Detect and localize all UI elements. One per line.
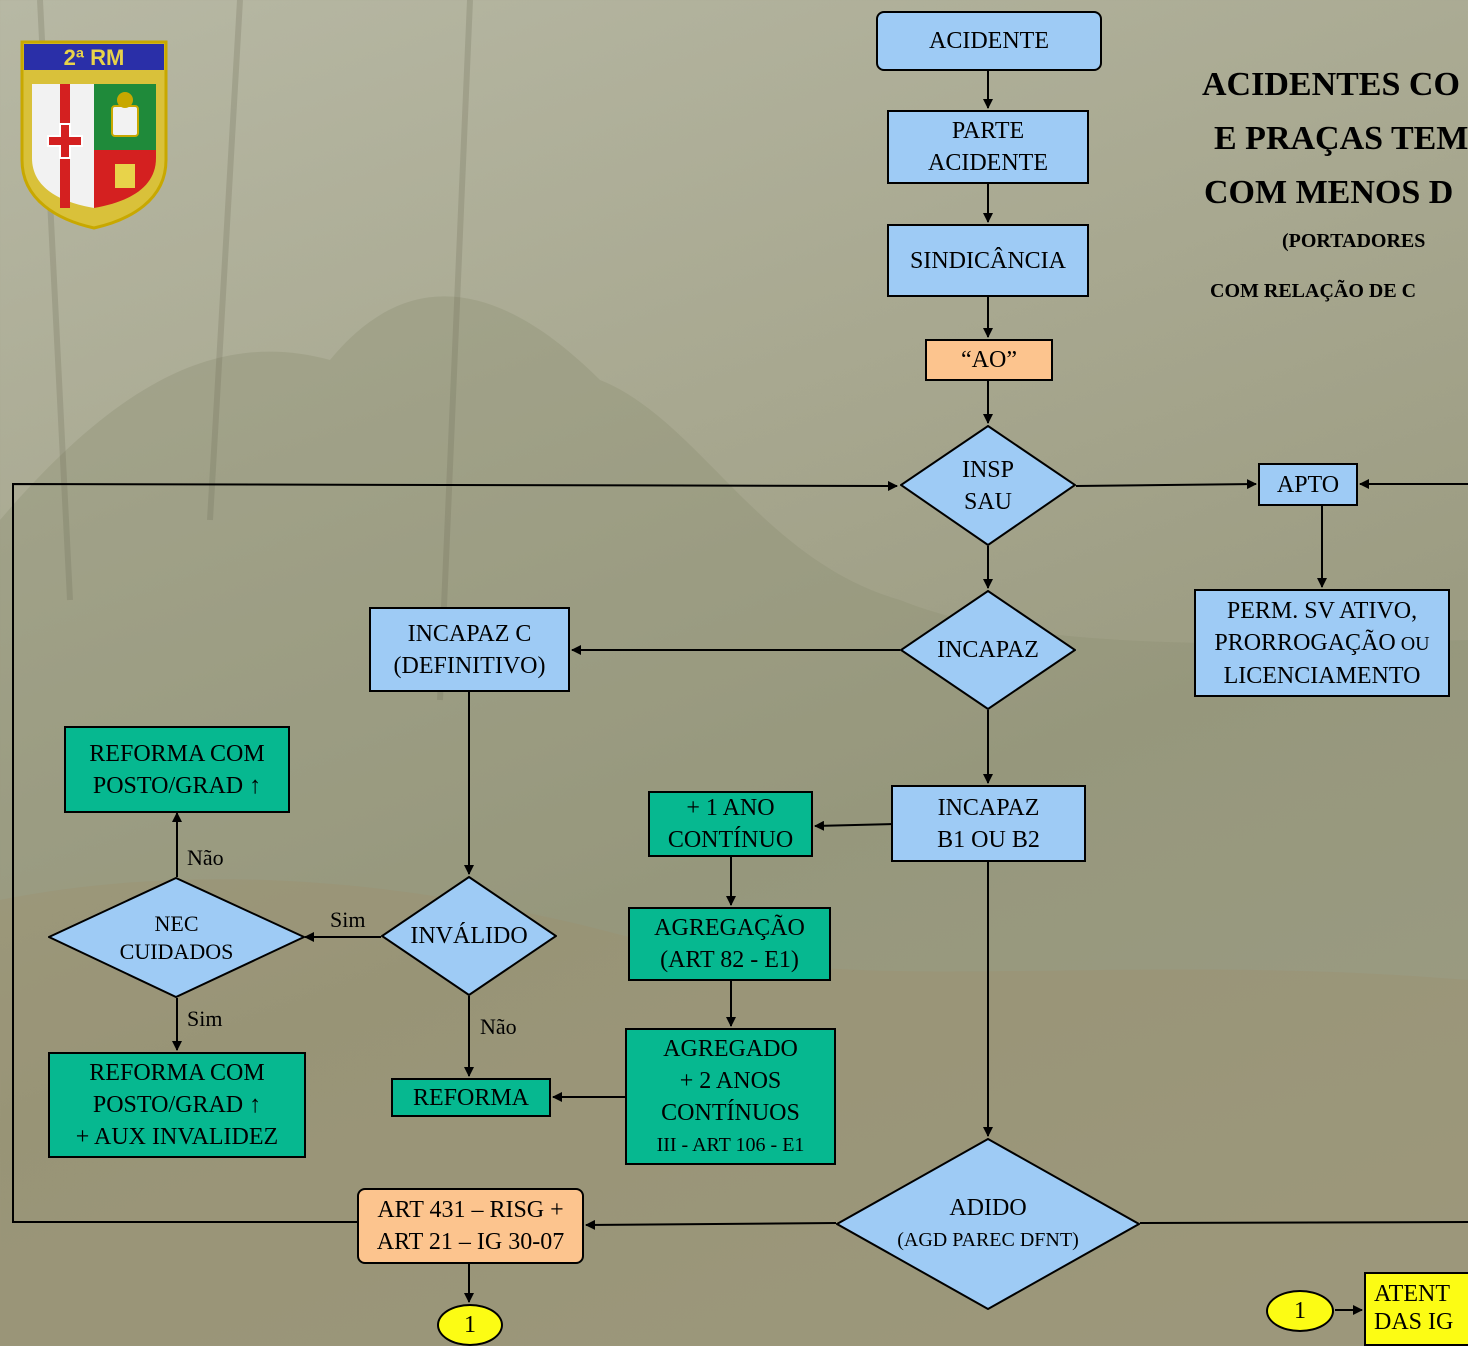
art-line-2: ART 21 – IG 30-07 (376, 1229, 565, 1255)
perm-line-2: PRORROGAÇÃO (1214, 629, 1396, 656)
node-art-431: ART 431 – RISG + ART 21 – IG 30-07 (357, 1188, 584, 1264)
title-line-3: COM MENOS D (1204, 174, 1454, 211)
agregado-line-4: III - ART 106 - E1 (656, 1133, 805, 1156)
logo-text: 2ª RM (64, 45, 125, 70)
insp-line-1: INSP (961, 456, 1015, 483)
regional-command-logo: 2ª RM (20, 40, 168, 230)
reforma-top-line-1: REFORMA COM (89, 740, 265, 767)
nec-line-1: NEC (154, 910, 199, 936)
node-reforma-aux-invalidez: REFORMA COM POSTO/GRAD ↑ + AUX INVALIDEZ (48, 1052, 306, 1158)
ano-line-2: CONTÍNUO (667, 827, 794, 853)
parte-line-2: ACIDENTE (928, 150, 1048, 176)
edge-label-sim-left: Sim (330, 907, 366, 932)
nec-line-2: CUIDADOS (119, 938, 234, 964)
ao-label: “AO” (961, 347, 1017, 373)
sindicancia-label: SINDICÂNCIA (910, 247, 1066, 274)
adido-line-2: (AGD PAREC DFNT) (897, 1229, 1079, 1251)
agregado-line-3: CONTÍNUOS (661, 1099, 800, 1126)
perm-line-2-or: OU (1395, 632, 1430, 655)
node-acidente-label: ACIDENTE (929, 28, 1049, 54)
atent-line-2: DAS IG (1374, 1309, 1454, 1335)
art-line-1: ART 431 – RISG + (377, 1197, 564, 1223)
incapaz-label: INCAPAZ (937, 637, 1039, 663)
decision-adido: ADIDO (AGD PAREC DFNT) (836, 1138, 1140, 1310)
agregacao-line-2: (ART 82 - E1) (660, 947, 799, 973)
title-line-4: (PORTADORES (1282, 230, 1426, 252)
node-sindicancia: SINDICÂNCIA (887, 224, 1089, 297)
title-line-1: ACIDENTES CO (1202, 66, 1460, 103)
connector-1-label: 1 (464, 1311, 476, 1338)
decision-nec-cuidados: NEC CUIDADOS (48, 877, 305, 998)
agregado-line-1: AGREGADO (663, 1035, 798, 1062)
decision-invalido: INVÁLIDO (381, 876, 557, 996)
edge-label-nao-bottom: Não (480, 1014, 517, 1039)
reforma-aux-line-3: + AUX INVALIDEZ (75, 1124, 279, 1150)
perm-line-3: LICENCIAMENTO (1223, 662, 1421, 689)
reforma-aux-line-1: REFORMA COM (89, 1060, 265, 1086)
incapaz-b-line-1: INCAPAZ (937, 794, 1040, 821)
decision-insp-sau: INSP SAU (900, 425, 1076, 546)
incapaz-c-line-2: (DEFINITIVO) (393, 652, 546, 679)
connector-1-bottom: 1 (437, 1304, 503, 1346)
connector-1-right: 1 (1266, 1290, 1334, 1332)
node-agregado: AGREGADO + 2 ANOS CONTÍNUOS III - ART 10… (625, 1028, 836, 1165)
node-incapaz-c: INCAPAZ C (DEFINITIVO) (369, 607, 570, 692)
adido-line-1: ADIDO (949, 1195, 1027, 1221)
node-agregacao: AGREGAÇÃO (ART 82 - E1) (628, 907, 831, 981)
edge-label-nao-top: Não (187, 845, 224, 870)
connector-1b-label: 1 (1294, 1297, 1306, 1324)
reforma-label: REFORMA (412, 1084, 530, 1111)
node-parte-acidente: PARTE ACIDENTE (887, 110, 1089, 184)
insp-line-2: SAU (963, 488, 1012, 515)
title-line-5: COM RELAÇÃO DE C (1210, 280, 1417, 302)
incapaz-c-line-1: INCAPAZ C (407, 620, 532, 647)
atent-line-1: ATENT (1374, 1281, 1450, 1307)
node-mais-1-ano: + 1 ANO CONTÍNUO (648, 791, 813, 857)
title-line-2: E PRAÇAS TEM (1214, 120, 1468, 157)
edge-label-sim-bottom: Sim (187, 1006, 223, 1031)
incapaz-b-line-2: B1 OU B2 (937, 826, 1040, 853)
ano-line-1: + 1 ANO (686, 795, 775, 821)
node-incapaz-b1-b2: INCAPAZ B1 OU B2 (891, 785, 1086, 862)
node-acidente: ACIDENTE (876, 11, 1102, 71)
decision-incapaz: INCAPAZ (900, 590, 1076, 710)
apto-label: APTO (1276, 471, 1340, 498)
invalido-label: INVÁLIDO (410, 923, 528, 949)
node-reforma-posto-grad: REFORMA COM POSTO/GRAD ↑ (64, 726, 290, 813)
node-ao: “AO” (925, 339, 1053, 381)
node-apto: APTO (1258, 463, 1358, 506)
reforma-top-line-2: POSTO/GRAD ↑ (92, 772, 262, 799)
agregado-line-2: + 2 ANOS (679, 1067, 782, 1094)
reforma-aux-line-2: POSTO/GRAD ↑ (92, 1092, 262, 1118)
node-atent: ATENT DAS IG (1364, 1272, 1468, 1346)
agregacao-line-1: AGREGAÇÃO (654, 915, 805, 941)
node-perm-sv-ativo: PERM. SV ATIVO, PRORROGAÇÃO OU LICENCIAM… (1194, 589, 1450, 697)
perm-line-1: PERM. SV ATIVO, (1226, 597, 1418, 624)
parte-line-1: PARTE (951, 118, 1025, 144)
node-reforma: REFORMA (391, 1078, 551, 1117)
